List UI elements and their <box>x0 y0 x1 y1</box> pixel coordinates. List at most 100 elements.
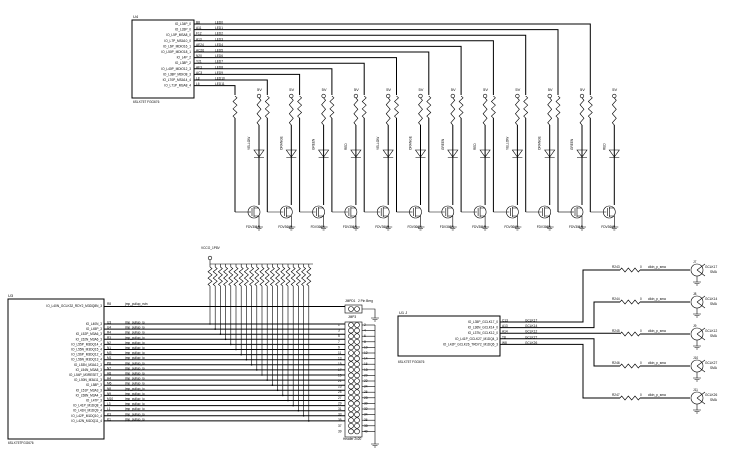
header-pin <box>348 378 354 384</box>
led-net-wire <box>194 29 559 95</box>
led-color-label: RED <box>473 143 477 150</box>
transistor-label: FDV301N <box>343 225 358 229</box>
header-pin-number: 27 <box>338 396 342 400</box>
junction-dot <box>266 379 269 381</box>
header-pin <box>354 389 360 396</box>
led-net-wire <box>194 62 365 95</box>
u3-pin-name: IO_L47P_3 <box>86 399 102 403</box>
mosfet-symbol <box>348 207 357 224</box>
u1-ref: U1 J <box>399 310 407 315</box>
supply-pin-icon <box>483 93 488 99</box>
mosfet-icon <box>312 205 325 219</box>
junction-dot <box>276 389 279 392</box>
supply-label: 5V <box>386 87 391 92</box>
u4-net-label: LED5 <box>215 49 223 53</box>
u4-net-label: LED0 <box>215 21 223 25</box>
mosfet-icon <box>441 205 455 219</box>
u1-pin-name: IO_L37N_GCLK12_0 <box>468 331 499 335</box>
clock-resistor <box>619 267 641 273</box>
u4-pin-number: AC3 <box>196 71 202 75</box>
u3-pin-name: IO_L51P_M3A3_3 <box>76 388 102 392</box>
ground-icon <box>384 224 393 231</box>
header-pin-number: 31 <box>338 407 342 411</box>
junction-dot <box>214 328 216 330</box>
clock-resistor-value: 0 <box>640 297 642 301</box>
jumper-desc: 2 Pin Berg <box>358 299 373 303</box>
u4-pin-name: IO_L50P_MDIO18_1 <box>161 50 191 54</box>
gate-resistor <box>555 95 561 119</box>
junction-dot <box>282 394 284 397</box>
u4-net-label: LED2 <box>215 32 223 36</box>
header-pin-number: 39 <box>338 429 342 433</box>
u3-pin-name: IO_L56N_M3DQ13_4 <box>71 358 102 362</box>
clock-resistor-ref: R246 <box>612 361 620 365</box>
jumper-pin <box>354 306 360 312</box>
header-pin-number: 5 <box>338 334 340 338</box>
u4-net-label: LED4 <box>215 43 223 47</box>
u3-pin-name: IO_L41N_M1DQ9_4 <box>73 409 102 413</box>
u4-pin-name: IO_L34P_0 <box>175 22 191 26</box>
u1-net-label: GCLK12 <box>525 330 537 334</box>
mosfet-symbol <box>413 207 421 224</box>
clock-wire <box>500 301 620 329</box>
u1-symbol <box>397 315 501 357</box>
header-pin <box>348 411 354 418</box>
u1-pin-number: W8 <box>502 341 507 345</box>
junction-dot <box>271 384 274 387</box>
pullup-supply-icon <box>207 255 213 261</box>
sma-net-label: clkin_p_sma <box>648 265 666 269</box>
u4-pin-number: A13 <box>196 37 202 41</box>
u4-net-label: LED3 <box>215 37 223 41</box>
gate-resistor <box>523 95 529 119</box>
u3-pin-number: L3 <box>107 402 111 406</box>
mosfet-icon <box>570 205 584 219</box>
header-pin <box>354 400 360 407</box>
junction-dot <box>302 415 305 417</box>
gate-resistor <box>264 95 270 119</box>
supply-pin-icon <box>353 93 359 99</box>
pullup-resistor <box>301 266 307 287</box>
mosfet-icon <box>538 205 552 219</box>
ground-icon <box>693 375 701 382</box>
header-ref: JMP3 <box>348 315 356 319</box>
header-pin <box>354 406 360 412</box>
u4-net-label: LED1 <box>215 26 223 30</box>
transistor-label: FDV301N <box>569 225 584 229</box>
transistor-label: FDV301N <box>375 225 390 229</box>
u3-pin-name: IO_L52N_M3A6_3 <box>76 337 103 341</box>
supply-pin-icon <box>289 93 294 99</box>
sma-net-label: clkin_p_sma <box>648 393 666 397</box>
pullup-resistor <box>233 266 239 287</box>
ground-icon <box>693 407 701 414</box>
u1-pin-name: IO_L42P_GCLK26_TRDY2_M1DQ6_3 <box>443 342 498 346</box>
u3-pin-number: H4 <box>107 377 111 381</box>
pullup-resistor <box>306 266 312 287</box>
clock-resistor-value: 0 <box>640 265 642 269</box>
u4-ref: U4 <box>133 14 139 19</box>
u3-first-pin-number: R8 <box>107 302 111 306</box>
header-pin-number: 15 <box>338 362 342 366</box>
junction-dot <box>250 364 253 366</box>
gate-resistor <box>458 95 464 119</box>
header-pin-number: 13 <box>338 357 342 361</box>
led-icon <box>382 149 394 158</box>
mosfet-icon <box>506 205 519 219</box>
u4-part-number: 6SLX75T FGG676 <box>133 100 160 104</box>
supply-pin-icon <box>321 93 326 99</box>
junction-dot <box>219 333 222 336</box>
header-pin <box>348 366 354 373</box>
mosfet-icon <box>344 205 358 219</box>
header-pin <box>354 355 360 362</box>
supply-label: 5V <box>354 87 359 92</box>
mosfet-icon <box>473 205 487 219</box>
transistor-label: FDV301N <box>472 225 487 229</box>
u4-pin-name: IO_L71P_MSA8_4 <box>164 84 191 88</box>
ground-icon <box>416 224 425 231</box>
led-resistor <box>482 97 488 126</box>
led-icon <box>447 149 459 158</box>
supply-pin-icon <box>515 93 520 99</box>
clock-resistor-value: 0 <box>640 393 642 397</box>
ground-icon <box>693 311 701 318</box>
